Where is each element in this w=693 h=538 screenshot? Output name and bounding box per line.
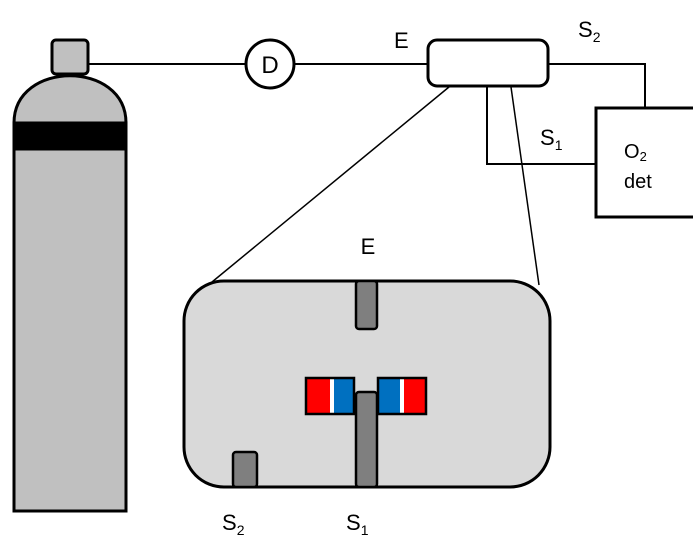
- entry-label-top: E: [394, 28, 409, 53]
- cylinder-dome: [12, 74, 128, 125]
- cylinder-valve: [50, 38, 90, 76]
- outlet1-label-side: S1: [540, 125, 563, 153]
- detector-label-line2: det: [624, 171, 652, 193]
- zoom-line-left: [211, 86, 450, 283]
- gas-cylinder: [12, 38, 128, 513]
- magnet-right: [376, 376, 428, 416]
- cylinder-body: [12, 147, 128, 513]
- entry-label-inset: E: [361, 234, 376, 259]
- oxygen-detector: O2 det: [594, 106, 693, 219]
- flowmeter-label: D: [261, 52, 278, 79]
- detector-label-line1: O2: [624, 141, 647, 164]
- chamber-small: [426, 38, 550, 88]
- magnet-right-white: [400, 378, 404, 414]
- outlet1-line: [486, 86, 596, 165]
- magnet-left: [304, 376, 356, 416]
- detector-box: [594, 106, 693, 219]
- outlet1-port: [354, 390, 379, 489]
- magnet-left-red: [306, 378, 330, 414]
- magnet-left-blue: [334, 378, 354, 414]
- magnet-right-red: [404, 378, 426, 414]
- outlet2-line: [548, 63, 646, 108]
- flowmeter: D: [244, 38, 296, 90]
- magnet-left-outline: [304, 376, 356, 416]
- outlet2-label-bottom: S2: [222, 510, 245, 538]
- zoom-line-right: [510, 86, 540, 286]
- outlet1-label-bottom: S1: [346, 510, 369, 538]
- cylinder-band: [12, 121, 128, 151]
- entry-port: [354, 279, 379, 331]
- magnet-right-blue-outer: [378, 378, 400, 414]
- magnet-left-white: [330, 378, 334, 414]
- outlet2-port: [231, 450, 259, 489]
- outlet2-label-top: S2: [578, 17, 601, 45]
